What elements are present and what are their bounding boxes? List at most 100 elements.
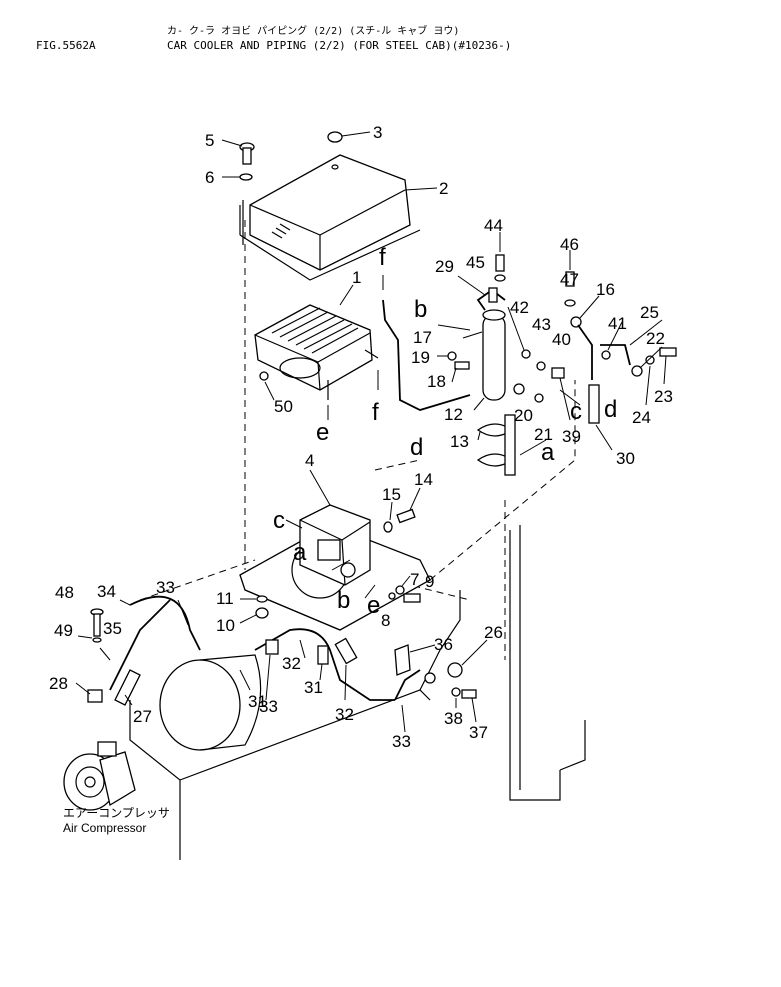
part-number-labels: 5 3 6 2 1 50 44 45 29 46 47 16 42 43 17 …: [49, 123, 673, 751]
part-number-31-left: 31: [248, 692, 267, 711]
part-number-24: 24: [632, 408, 651, 427]
washer-6: [239, 173, 253, 181]
hose-34: [129, 595, 201, 651]
nut-20: [513, 383, 525, 395]
part-number-17: 17: [413, 328, 432, 347]
title-japanese: カ- ク-ラ オヨビ パイピング (2/2) (スチ-ル キャブ ヨウ): [167, 26, 460, 37]
part-number-50: 50: [274, 397, 293, 416]
washer-21: [534, 393, 544, 403]
bolt-18: [454, 361, 470, 370]
part-number-5: 5: [205, 131, 214, 150]
part-number-22: 22: [646, 329, 665, 348]
connection-b-bottom: b: [337, 587, 350, 614]
part-number-32-top: 32: [282, 654, 301, 673]
bolt-14: [396, 508, 416, 524]
part-number-48: 48: [55, 583, 74, 602]
hose-end-30: [588, 384, 600, 424]
part-number-44: 44: [484, 216, 503, 235]
washer-45: [494, 274, 506, 282]
connection-c-left: c: [273, 507, 285, 534]
part-number-39: 39: [562, 427, 581, 446]
part-number-3: 3: [373, 123, 382, 142]
fitting-41: [601, 350, 611, 360]
part-number-15: 15: [382, 485, 401, 504]
cooler-cover: [239, 154, 421, 281]
washer-8: [388, 592, 396, 600]
bracket-13: [476, 414, 516, 476]
vent-slots: [271, 223, 291, 239]
part-number-45: 45: [466, 253, 485, 272]
hose-35: [109, 599, 171, 691]
part-number-20: 20: [514, 406, 533, 425]
part-number-26: 26: [484, 623, 503, 642]
part-number-49: 49: [54, 621, 73, 640]
fitting-31: [317, 645, 329, 665]
part-number-16: 16: [596, 280, 615, 299]
bolt-9: [403, 593, 421, 603]
hose-33-end: [394, 669, 421, 701]
part-number-34: 34: [97, 582, 116, 601]
cab-frame: [129, 220, 586, 860]
connection-d-mid: d: [410, 434, 423, 461]
pipe-f: [382, 299, 471, 411]
connection-c-right: c: [570, 398, 582, 425]
connection-e-top: e: [316, 419, 329, 446]
nut-42: [521, 349, 531, 359]
fitting-32: [334, 637, 358, 665]
washer-24: [645, 355, 655, 365]
part-number-1: 1: [352, 268, 361, 287]
cooler-grille: [271, 307, 359, 354]
nut-22: [631, 365, 643, 377]
fitting-16: [570, 316, 582, 328]
washer-38: [451, 687, 461, 697]
condenser-drum: [159, 654, 262, 751]
bolt-5: [239, 142, 255, 165]
part-number-43: 43: [532, 315, 551, 334]
part-number-7: 7: [410, 570, 419, 589]
part-number-18: 18: [427, 372, 446, 391]
part-number-38: 38: [444, 709, 463, 728]
washer-43: [536, 361, 546, 371]
cooler-unit: [254, 304, 379, 400]
connection-e-bottom: e: [367, 592, 380, 619]
part-number-23: 23: [654, 387, 673, 406]
part-number-28: 28: [49, 674, 68, 693]
pipe-25: [600, 344, 631, 366]
part-number-42: 42: [510, 298, 529, 317]
part-number-4: 4: [305, 451, 314, 470]
part-number-21: 21: [534, 425, 553, 444]
part-number-33-bottom: 33: [392, 732, 411, 751]
grommet-10: [255, 607, 269, 619]
part-number-10: 10: [216, 616, 235, 635]
fitting-36b: [424, 672, 436, 684]
part-number-14: 14: [414, 470, 433, 489]
bolt-37: [461, 689, 477, 699]
washer-47: [564, 299, 576, 307]
bolt-48: [93, 613, 101, 637]
washer-49: [92, 637, 102, 643]
hose-31-32: [254, 628, 395, 701]
connection-b-top: b: [414, 296, 427, 323]
receiver-drier: [476, 287, 506, 401]
compressor-label-en: Air Compressor: [63, 821, 146, 835]
part-number-41: 41: [608, 314, 627, 333]
part-number-9: 9: [425, 572, 434, 591]
title-english: CAR COOLER AND PIPING (2/2) (FOR STEEL C…: [167, 39, 512, 52]
part-number-13: 13: [450, 432, 469, 451]
bracket-27: [114, 669, 141, 706]
part-number-27: 27: [133, 707, 152, 726]
part-number-12: 12: [444, 405, 463, 424]
nut-7: [395, 585, 405, 595]
clamp-33: [265, 639, 279, 655]
part-number-29: 29: [435, 257, 454, 276]
connection-d-right: d: [604, 396, 617, 423]
hose-16: [577, 324, 593, 380]
connection-f-bottom: f: [372, 399, 379, 426]
connection-a-right: a: [541, 439, 555, 466]
part-number-46: 46: [560, 235, 579, 254]
part-number-35: 35: [103, 619, 122, 638]
part-number-19: 19: [411, 348, 430, 367]
washer-11: [256, 595, 268, 603]
clamp-36: [394, 644, 411, 676]
part-number-25: 25: [640, 303, 659, 322]
